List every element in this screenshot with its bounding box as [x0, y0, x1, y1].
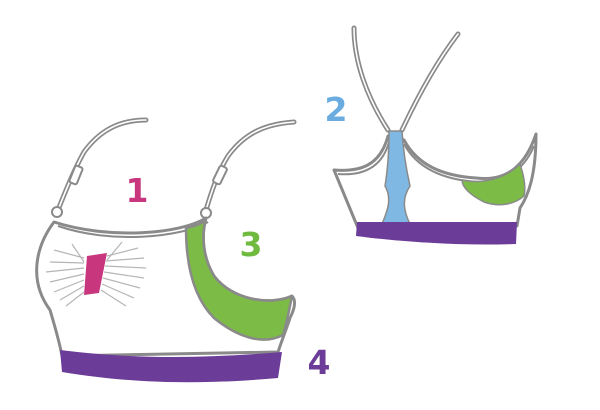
- front-view: [35, 117, 297, 383]
- back-left-strap-inner: [353, 27, 389, 131]
- label-1: 1: [126, 171, 149, 210]
- back-view: [332, 25, 538, 245]
- back-body: [332, 132, 538, 230]
- front-side-panel: [184, 216, 294, 341]
- left-strap-slider: [68, 164, 84, 186]
- back-left-strap: [351, 25, 391, 133]
- label-2: 2: [325, 90, 348, 129]
- front-left-strap-inner: [57, 119, 147, 211]
- gather-lines: [45, 241, 147, 307]
- back-underband: [356, 222, 517, 245]
- center-gore: [84, 253, 107, 295]
- left-strap-ring: [51, 206, 63, 218]
- label-3: 3: [240, 225, 263, 264]
- front-right-strap-inner: [205, 121, 295, 211]
- right-strap-ring: [200, 207, 212, 219]
- back-side-panel: [461, 162, 526, 206]
- back-right-strap-inner: [401, 33, 459, 131]
- label-4: 4: [308, 343, 331, 382]
- right-strap-slider: [212, 164, 228, 186]
- back-right-strap: [399, 31, 461, 133]
- front-underband: [60, 350, 282, 383]
